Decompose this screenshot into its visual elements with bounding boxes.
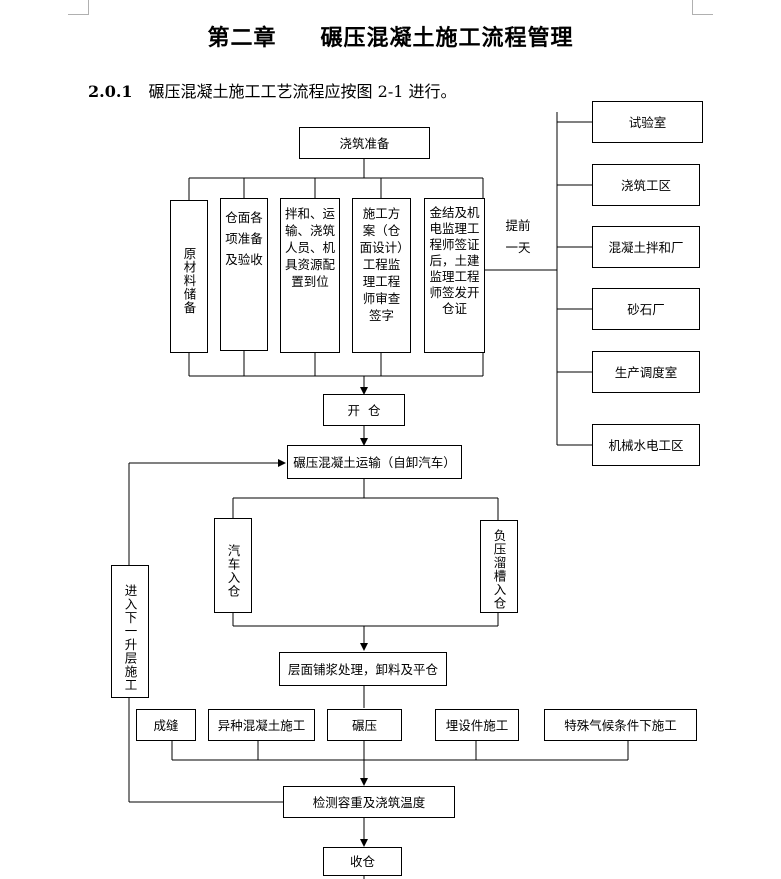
prep-item-resources: 拌和、运输、浇筑人员、机具资源配置到位 <box>280 198 340 353</box>
section-text: 碾压混凝土施工工艺流程应按图 2-1 进行。 <box>148 82 457 101</box>
chapter-title: 第二章碾压混凝土施工流程管理 <box>207 25 574 51</box>
section-paragraph: 2.0.1 碾压混凝土施工工艺流程应按图 2-1 进行。 <box>88 78 457 102</box>
entry-negative-pressure-chute: 负压溜槽入仓 <box>480 520 518 613</box>
prep-item-materials: 原材料储备 <box>170 200 208 353</box>
op-rolling: 碾压 <box>327 709 402 741</box>
open-warehouse-box: 开 仓 <box>323 394 405 426</box>
page-corner-mark-right <box>692 0 713 15</box>
op-embedded-parts: 埋设件施工 <box>435 709 519 741</box>
advance-note: 提前一天 <box>505 218 531 255</box>
entry-truck: 汽车入仓 <box>214 518 252 613</box>
op-heterogeneous-concrete: 异种混凝土施工 <box>208 709 315 741</box>
op-special-weather: 特殊气候条件下施工 <box>544 709 697 741</box>
op-joint-forming: 成缝 <box>136 709 196 741</box>
prep-item-bay-acceptance: 仓面各项准备及验收 <box>220 198 268 351</box>
prep-item-construction-plan: 施工方案（仓面设计）工程监理工程师审查签字 <box>352 198 411 353</box>
accept-box: 收仓 <box>323 847 402 876</box>
start-box: 浇筑准备 <box>299 127 430 159</box>
notify-lab: 试验室 <box>592 101 703 143</box>
page-corner-mark-left <box>68 0 89 15</box>
notify-mixing-plant: 混凝土拌和厂 <box>592 226 700 268</box>
section-number: 2.0.1 <box>88 82 133 101</box>
transport-box: 碾压混凝土运输（自卸汽车） <box>287 445 462 479</box>
spreading-box: 层面铺浆处理，卸料及平仓 <box>279 652 447 686</box>
next-lift-box: 进入下一升层施工 <box>111 565 149 698</box>
prep-item-opening-permit: 金结及机电监理工程师签证后，土建监理工程师签发开仓证 <box>424 198 485 353</box>
inspection-box: 检测容重及浇筑温度 <box>283 786 455 818</box>
notify-mech-water-electric: 机械水电工区 <box>592 424 700 466</box>
notify-aggregate-plant: 砂石厂 <box>592 288 700 330</box>
notify-dispatch-room: 生产调度室 <box>592 351 700 393</box>
notify-pouring-area: 浇筑工区 <box>592 164 700 206</box>
